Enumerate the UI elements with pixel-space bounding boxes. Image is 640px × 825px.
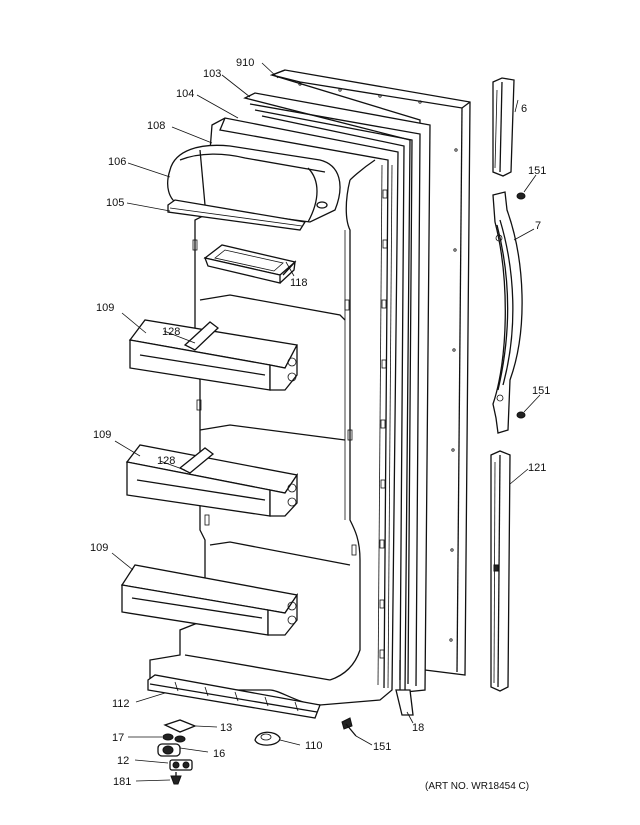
callout-128-upper: 128 (162, 326, 180, 338)
callout-110: 110 (305, 740, 323, 752)
callout-103: 103 (203, 68, 221, 80)
callout-105: 105 (106, 197, 124, 209)
callout-108: 108 (147, 120, 165, 132)
door-bin-lower (120, 564, 299, 636)
callout-181: 181 (113, 776, 131, 788)
callout-910: 910 (236, 57, 254, 69)
bottom-hinge-bracket (395, 660, 414, 716)
door-handle (492, 191, 523, 434)
callout-104: 104 (176, 88, 194, 100)
callout-151-bottom: 151 (373, 741, 391, 753)
callout-6: 6 (521, 103, 527, 115)
small-tray (203, 244, 297, 284)
callout-labels: 910 103 104 108 106 105 118 109 128 109 … (90, 57, 550, 792)
screw-bottom (341, 717, 357, 737)
handle-trim-top (492, 77, 515, 177)
dairy-compartment-cover (167, 144, 341, 223)
callout-109-upper: 109 (96, 302, 114, 314)
screw-middle (516, 411, 526, 419)
callout-151-top: 151 (528, 165, 546, 177)
callout-121: 121 (528, 462, 546, 474)
callout-16: 16 (213, 748, 225, 760)
callout-106: 106 (108, 156, 126, 168)
callout-109-lower: 109 (90, 542, 108, 554)
callout-12: 12 (117, 755, 129, 767)
callout-118: 118 (290, 277, 308, 289)
door-bin-upper (128, 319, 298, 391)
callout-13: 13 (220, 722, 232, 734)
bottom-trim (147, 674, 321, 719)
screw-top (516, 192, 526, 200)
hinge-parts (157, 719, 197, 785)
callout-17: 17 (112, 732, 124, 744)
callout-7: 7 (535, 220, 541, 232)
door-bin-middle (125, 444, 299, 517)
callout-109-middle: 109 (93, 429, 111, 441)
callout-151-middle: 151 (532, 385, 550, 397)
door-gasket (243, 92, 431, 693)
screw-cover (254, 731, 281, 746)
leader-lines (111, 62, 541, 782)
callout-112: 112 (112, 698, 130, 710)
handle-trim-bottom (490, 450, 511, 692)
callout-128-middle: 128 (157, 455, 175, 467)
art-number: (ART NO. WR18454 C) (425, 781, 529, 792)
callout-18: 18 (412, 722, 424, 734)
